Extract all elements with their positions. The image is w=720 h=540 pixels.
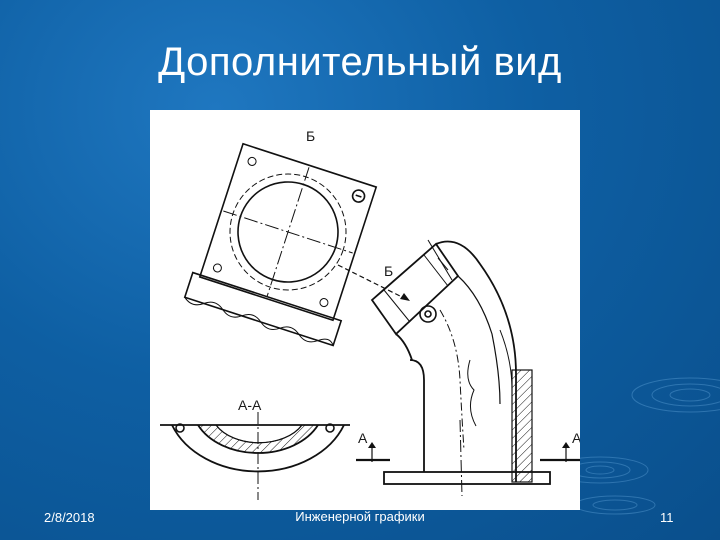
auxiliary-view-flange xyxy=(183,142,378,347)
slide-title: Дополнительный вид xyxy=(158,40,562,84)
elbow-main-view xyxy=(356,239,580,497)
section-label: А-А xyxy=(238,397,262,413)
page-number: 11 xyxy=(660,510,674,525)
technical-drawing: Б Б А-А А А xyxy=(150,110,580,510)
cut-label-right: А xyxy=(572,430,580,446)
footer-date: 2/8/2018 xyxy=(44,510,95,525)
view-label: Б xyxy=(306,128,315,144)
arrow-label: Б xyxy=(384,263,393,279)
section-a-a xyxy=(160,412,350,500)
footer-organization: УО "ВГТУ" Кафедра Инженерной графики xyxy=(295,494,425,524)
cut-label-left: А xyxy=(358,430,368,446)
